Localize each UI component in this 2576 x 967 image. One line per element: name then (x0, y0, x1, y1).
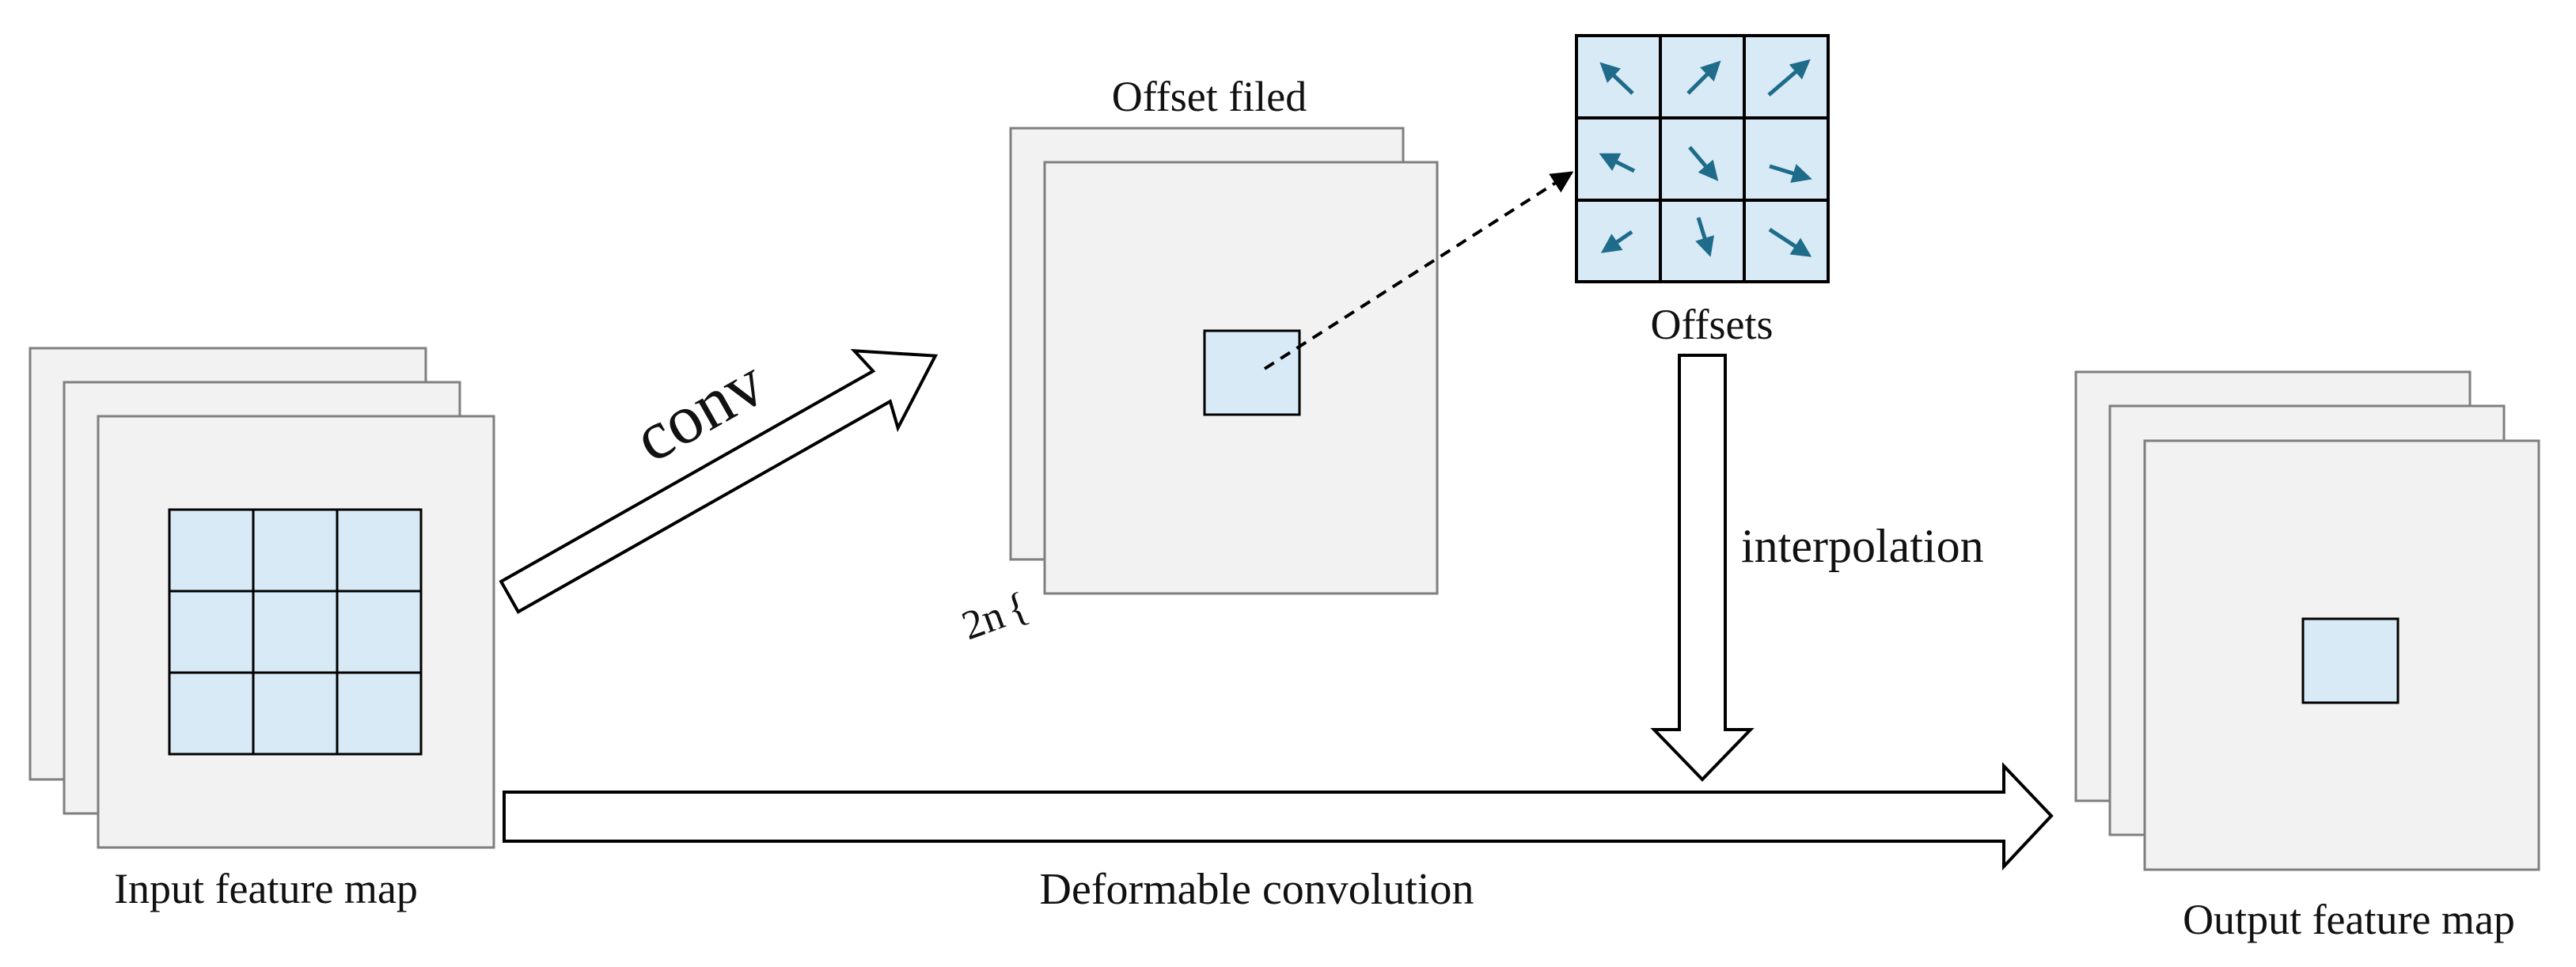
two-n-text: 2n (956, 593, 1010, 649)
input-feature-map (28, 347, 495, 849)
offset-arrow-icon (1768, 227, 1812, 257)
output-feature-map (2074, 370, 2540, 871)
offset-arrow-icon (1600, 229, 1633, 253)
interpolation-arrow (1650, 354, 1755, 782)
offset-arrow-icon (1599, 153, 1636, 173)
input-kernel-grid (168, 508, 423, 756)
offset-arrow-icon (1695, 217, 1714, 257)
input-feature-map-label: Input feature map (114, 865, 418, 912)
offset-sheet-front (1043, 161, 1439, 595)
offset-arrow-icon (1688, 146, 1719, 181)
conv-arrow (499, 348, 939, 614)
offset-field-kernel (1203, 329, 1301, 416)
two-n-channels-label: 2n { (956, 584, 1034, 649)
offset-arrow-icon (1769, 164, 1812, 184)
offset-arrow-icon (1767, 59, 1811, 97)
output-feature-map-label: Output feature map (2183, 896, 2515, 943)
interpolation-label: interpolation (1741, 520, 1984, 572)
offsets-grid (1575, 34, 1830, 283)
deformable-convolution-label: Deformable convolution (1040, 865, 1474, 914)
output-kernel (2301, 617, 2400, 704)
deformable-convolution-arrow (503, 762, 2054, 871)
offset-pointer-arrow (1263, 171, 1574, 370)
offsets-label: Offsets (1651, 301, 1774, 348)
offset-field (1009, 127, 1439, 595)
offset-arrow-icon (1686, 60, 1721, 95)
offset-arrow-icon (1599, 62, 1634, 95)
offset-field-label: Offset filed (1112, 73, 1307, 120)
offset-vectors (1599, 59, 1812, 257)
